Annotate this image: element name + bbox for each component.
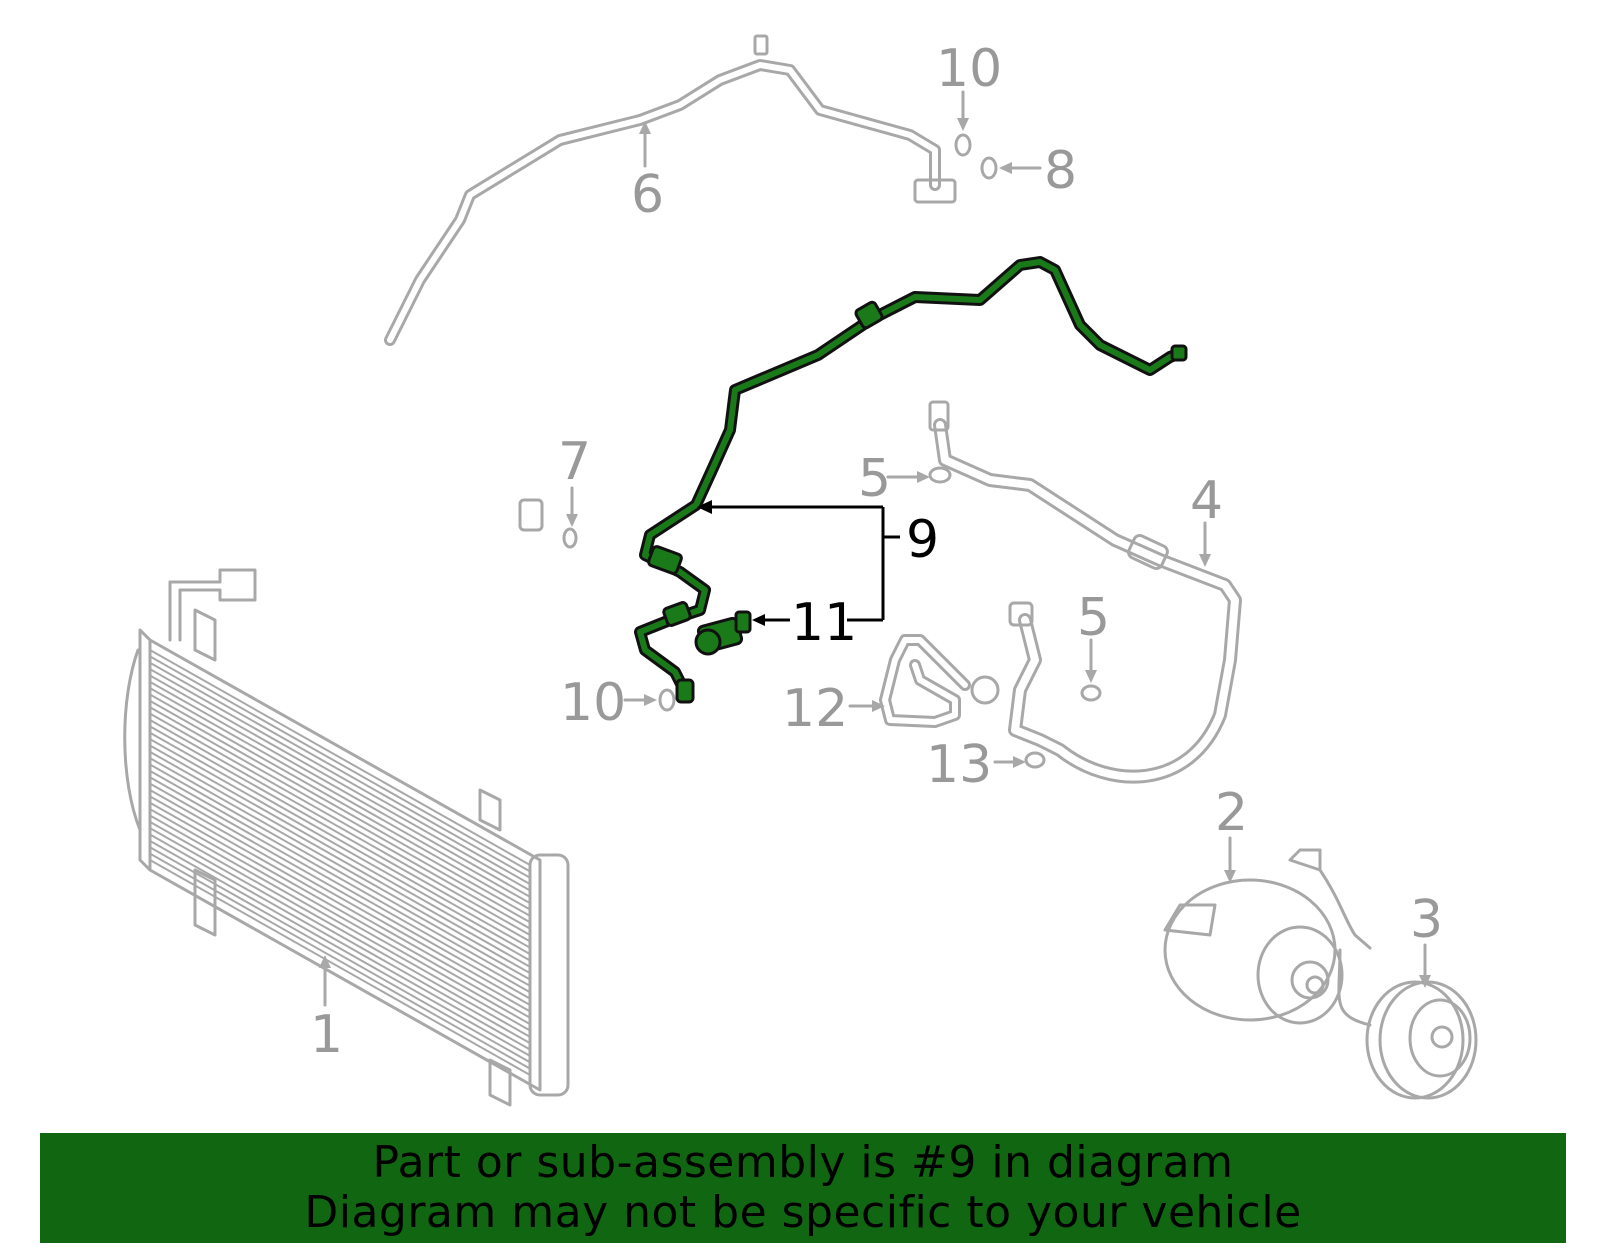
condenser-fin <box>149 833 531 1051</box>
arrowhead-5-lower <box>1085 670 1097 683</box>
condenser-fin <box>149 763 531 981</box>
arrowhead-8 <box>999 162 1012 174</box>
callout-11[interactable]: 11 <box>791 593 857 653</box>
condenser-fin <box>149 820 531 1038</box>
suction-hose-part-6[interactable] <box>353 34 957 532</box>
condenser-fin <box>149 680 531 898</box>
arrowhead-1 <box>319 955 331 968</box>
condenser-fin <box>149 782 531 1000</box>
arrowhead-10-lower <box>644 694 657 706</box>
callout-5-lower[interactable]: 5 <box>1077 588 1110 648</box>
o-ring-part-5-lower[interactable] <box>1080 684 1102 702</box>
callout-5-upper[interactable]: 5 <box>858 449 891 509</box>
liquid-line-part-9[interactable] <box>634 256 1188 704</box>
callout-4[interactable]: 4 <box>1190 471 1223 531</box>
condenser-fin <box>149 801 531 1019</box>
condenser-fin <box>149 795 531 1013</box>
callout-6[interactable]: 6 <box>631 165 664 225</box>
condenser-fin <box>149 693 531 911</box>
condenser-fin <box>149 770 531 987</box>
notice-banner: Part or sub-assembly is #9 in diagram Di… <box>40 1133 1566 1243</box>
arrowhead-12 <box>872 700 885 712</box>
condenser-fin <box>149 744 531 962</box>
callout-12[interactable]: 12 <box>782 679 848 739</box>
o-ring-part-7[interactable] <box>562 527 578 549</box>
condenser-fin <box>149 808 531 1025</box>
condenser-fin <box>149 827 531 1045</box>
condenser-fin <box>149 846 531 1064</box>
callout-3[interactable]: 3 <box>1410 890 1443 950</box>
condenser-fin <box>149 700 531 917</box>
banner-line-2: Diagram may not be specific to your vehi… <box>304 1187 1302 1238</box>
callout-7[interactable]: 7 <box>558 432 591 492</box>
banner-line-1: Part or sub-assembly is #9 in diagram <box>372 1137 1234 1188</box>
condenser-part-1[interactable] <box>123 568 570 1107</box>
condenser-fin <box>149 852 531 1070</box>
arrowhead-3 <box>1419 975 1431 988</box>
callout-1[interactable]: 1 <box>310 1005 343 1065</box>
condenser-fin <box>149 859 531 1076</box>
condenser-fin <box>149 738 531 955</box>
bracket-9-11 <box>697 500 900 622</box>
o-ring-part-5-upper[interactable] <box>928 466 952 484</box>
o-ring-part-10-top[interactable] <box>954 133 972 157</box>
condenser-fin <box>149 674 531 892</box>
o-ring-part-13[interactable] <box>1024 751 1046 769</box>
condenser-fin <box>149 789 531 1006</box>
arrowhead-4 <box>1199 554 1211 567</box>
condenser-fin <box>149 668 531 885</box>
pressure-switch-part-11[interactable] <box>694 610 752 656</box>
condenser-fin <box>149 655 531 873</box>
tube-part-12[interactable] <box>879 634 1000 728</box>
arrowhead-7 <box>566 514 578 527</box>
arrowhead-10-top <box>957 118 969 131</box>
condenser-fin <box>149 706 531 924</box>
condenser-fin <box>149 731 531 949</box>
condenser-fin <box>149 840 531 1057</box>
callout-13[interactable]: 13 <box>926 735 992 795</box>
condenser-fin <box>149 719 531 936</box>
callout-9[interactable]: 9 <box>906 510 939 570</box>
arrowhead-11 <box>752 614 765 626</box>
compressor-part-2[interactable] <box>1163 848 1372 1027</box>
condenser-fin <box>149 725 531 943</box>
arrowhead-6 <box>639 121 651 134</box>
callout-10-top[interactable]: 10 <box>936 39 1002 99</box>
condenser-fin <box>149 750 531 968</box>
callout-8[interactable]: 8 <box>1044 141 1077 201</box>
clutch-pulley-part-3[interactable] <box>1365 980 1478 1100</box>
condenser-fin <box>149 687 531 905</box>
condenser-fin <box>149 814 531 1032</box>
condenser-fin <box>149 776 531 994</box>
condenser-fin <box>149 649 531 866</box>
o-ring-part-8[interactable] <box>980 156 998 180</box>
arrowhead-13 <box>1013 756 1026 768</box>
callout-10-lower[interactable]: 10 <box>560 673 626 733</box>
condenser-fin <box>149 757 531 975</box>
condenser-fin <box>149 661 531 879</box>
callout-2[interactable]: 2 <box>1215 783 1248 843</box>
discharge-hose-part-4[interactable] <box>928 400 1242 784</box>
arrowhead-5-upper <box>917 471 930 483</box>
arrowhead-2 <box>1224 870 1236 883</box>
condenser-fin <box>149 712 531 930</box>
o-ring-part-10-lower[interactable] <box>658 688 676 712</box>
